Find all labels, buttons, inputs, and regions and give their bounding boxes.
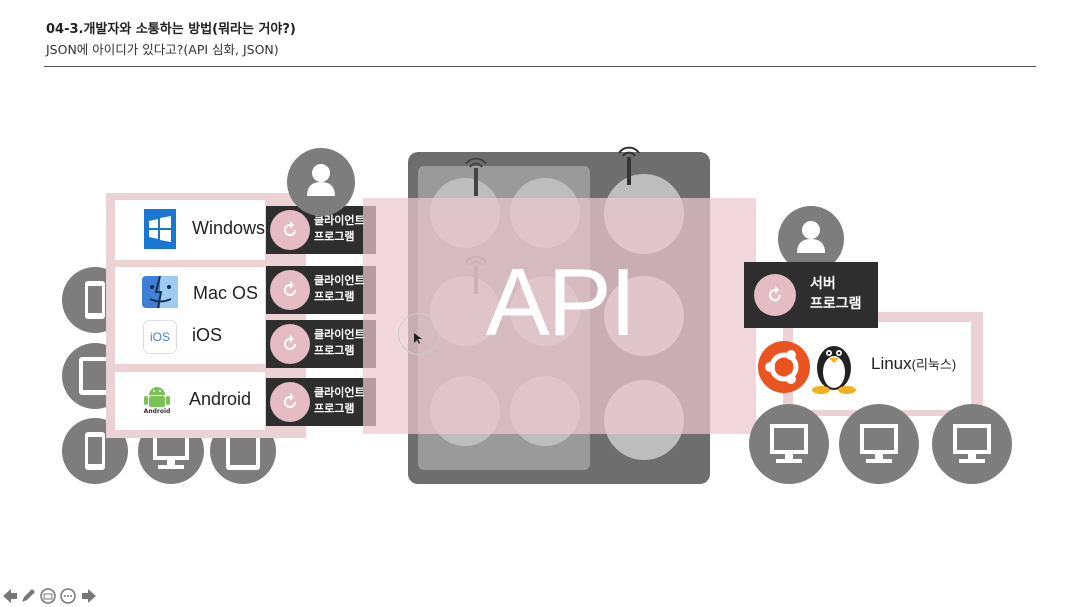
android-label: Android [189, 389, 252, 409]
client-label-1: 클라이언트 [314, 214, 365, 227]
ios-badge-text: iOS [149, 330, 170, 344]
slide-subtitle: JSON에 아이디가 있다고?(API 심화, JSON) [46, 42, 279, 57]
slide-menu-icon[interactable] [40, 588, 56, 604]
finder-logo [142, 276, 178, 308]
device-circle [932, 404, 1012, 484]
linux-name-kor: (리눅스) [911, 357, 957, 372]
mouse-cursor-icon [414, 333, 422, 344]
ubuntu-logo [758, 341, 810, 393]
refresh-button[interactable] [270, 324, 310, 364]
client-label-2: 프로그램 [314, 402, 355, 415]
windows-card [115, 200, 265, 260]
device-circle [839, 404, 919, 484]
cursor-ring [398, 313, 440, 355]
antenna-icon [618, 146, 640, 185]
tux-logo [812, 346, 856, 394]
refresh-icon [284, 281, 296, 296]
macos-label: Mac OS [193, 283, 259, 303]
api-label: API [485, 249, 637, 356]
refresh-icon [769, 286, 781, 301]
refresh-icon [284, 393, 296, 408]
android-logo [144, 387, 170, 407]
client-user-avatar [287, 148, 355, 216]
windows-label: Windows [192, 218, 266, 238]
tablet-icon [226, 432, 260, 470]
pen-icon[interactable] [20, 588, 36, 604]
android-card [115, 372, 265, 430]
server-label-2: 프로그램 [810, 296, 862, 312]
linux-label: Linux(리눅스) [871, 354, 956, 374]
windows-logo [144, 209, 176, 249]
next-slide-icon[interactable] [81, 588, 97, 604]
more-options-icon[interactable] [60, 588, 76, 604]
slide-title: 04-3.개발자와 소통하는 방법(뭐라는 거야?) [46, 22, 296, 37]
client-label-2: 프로그램 [314, 344, 355, 357]
device-circle [749, 404, 829, 484]
ios-label: iOS [192, 325, 223, 345]
android-badge-text: Android [143, 408, 171, 415]
refresh-icon [284, 221, 296, 236]
refresh-button[interactable] [270, 210, 310, 250]
phone-icon [85, 432, 105, 470]
user-icon [307, 164, 335, 196]
linux-name: Linux [871, 354, 912, 373]
ios-logo: iOS [143, 320, 177, 354]
server-user-avatar [778, 206, 844, 272]
client-label-1: 클라이언트 [314, 328, 365, 341]
apple-card [115, 267, 265, 364]
client-label-1: 클라이언트 [314, 274, 365, 287]
monitor-icon [953, 424, 991, 463]
refresh-button[interactable] [754, 274, 796, 316]
title-divider [44, 66, 1036, 67]
antenna-icon [465, 157, 487, 196]
tablet-icon [79, 357, 111, 395]
server-label-1: 서버 [810, 276, 836, 292]
monitor-icon [770, 424, 808, 463]
user-icon [797, 221, 825, 253]
phone-icon [85, 281, 105, 319]
client-label-2: 프로그램 [314, 290, 355, 303]
refresh-button[interactable] [270, 270, 310, 310]
client-label-2: 프로그램 [314, 230, 355, 243]
monitor-icon [860, 424, 898, 463]
refresh-button[interactable] [270, 382, 310, 422]
client-label-1: 클라이언트 [314, 386, 365, 399]
prev-slide-icon[interactable] [2, 588, 18, 604]
refresh-icon [284, 335, 296, 350]
